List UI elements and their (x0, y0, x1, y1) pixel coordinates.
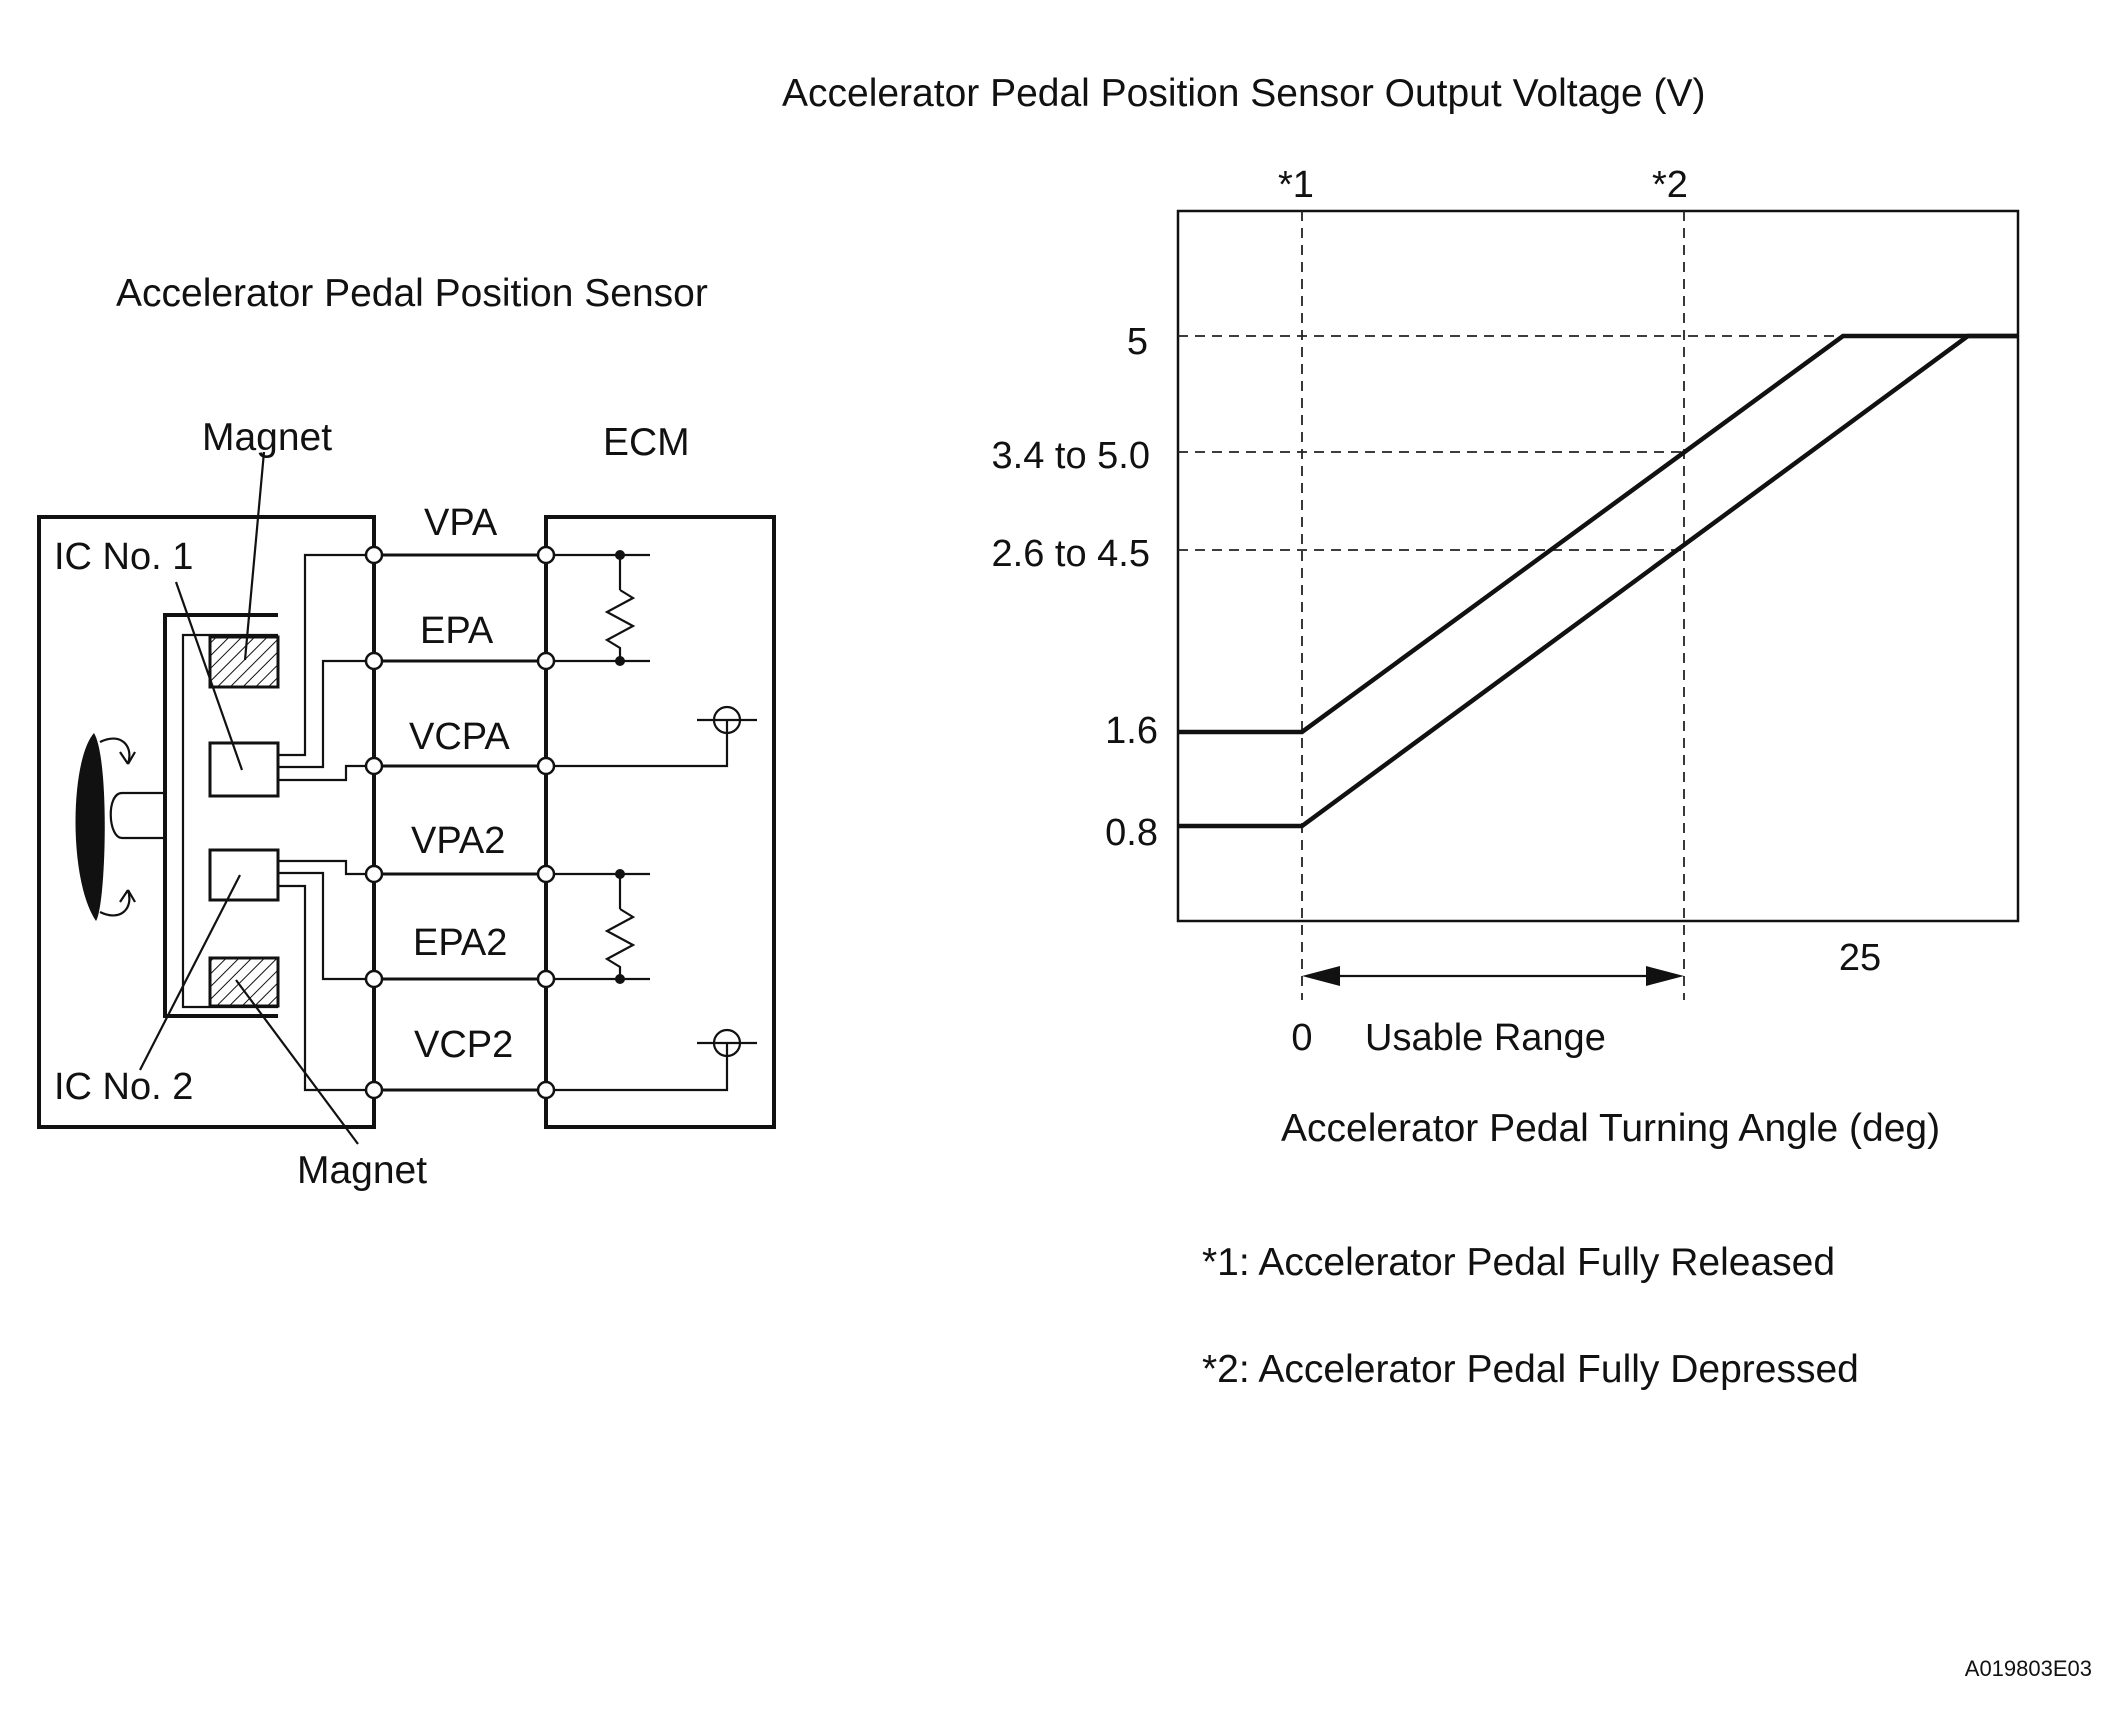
voltage-graph: Accelerator Pedal Position Sensor Output… (782, 72, 2020, 1150)
x-axis-label: Accelerator Pedal Turning Angle (deg) (1281, 1107, 1940, 1150)
usable-range-arrow (1302, 966, 1684, 986)
x-tick-25: 25 (1839, 937, 1881, 979)
magnet-top (208, 635, 280, 689)
plot-area (1176, 209, 2020, 923)
magnet-bottom-label: Magnet (297, 1149, 427, 1192)
y-tick-1-6: 1.6 (1105, 710, 1158, 752)
terminal-epa2: EPA2 (413, 922, 507, 964)
circuit-diagram: Accelerator Pedal Position Sensor ECM Ma… (37, 272, 776, 1192)
ic2-label: IC No. 2 (54, 1066, 193, 1108)
ic2-chip (208, 848, 280, 902)
ic1-chip (208, 741, 280, 798)
vpa2-curve (1178, 333, 2018, 829)
terminal-nodes (364, 545, 556, 1100)
magnet-bottom (208, 956, 280, 1008)
y-tick-0-8: 0.8 (1105, 812, 1158, 854)
ic1-label: IC No. 1 (54, 536, 193, 578)
usable-range-label: Usable Range (1365, 1017, 1606, 1059)
graph-title: Accelerator Pedal Position Sensor Output… (782, 72, 1706, 115)
figure-code: A019803E03 (1965, 1656, 2092, 1681)
magnet-top-label: Magnet (202, 416, 332, 459)
note-2: *2: Accelerator Pedal Fully Depressed (1202, 1348, 1859, 1391)
terminal-epa: EPA (420, 610, 494, 652)
terminal-vpa: VPA (424, 502, 498, 544)
x-tick-0: 0 (1291, 1017, 1312, 1059)
marker-2-label: *2 (1652, 164, 1688, 206)
ecm-label: ECM (603, 421, 690, 464)
y-tick-3-4-to-5-0: 3.4 to 5.0 (992, 435, 1150, 477)
sensor-title: Accelerator Pedal Position Sensor (116, 272, 708, 315)
ecm-box (544, 515, 776, 1129)
terminal-vcpa: VCPA (409, 716, 510, 758)
note-1: *1: Accelerator Pedal Fully Released (1202, 1241, 1835, 1284)
terminal-vcp2: VCP2 (414, 1024, 513, 1066)
y-tick-5: 5 (1127, 321, 1148, 363)
y-tick-2-6-to-4-5: 2.6 to 4.5 (992, 533, 1150, 575)
ecm-internal (546, 550, 757, 1092)
rotation-icon (75, 733, 136, 921)
terminal-vpa2: VPA2 (411, 820, 505, 862)
sensor-box (37, 515, 376, 1129)
harness-wires (374, 553, 546, 1092)
marker-1-label: *1 (1278, 164, 1314, 206)
ic-wiring (278, 553, 374, 1092)
vpa-curve (1178, 333, 2018, 735)
